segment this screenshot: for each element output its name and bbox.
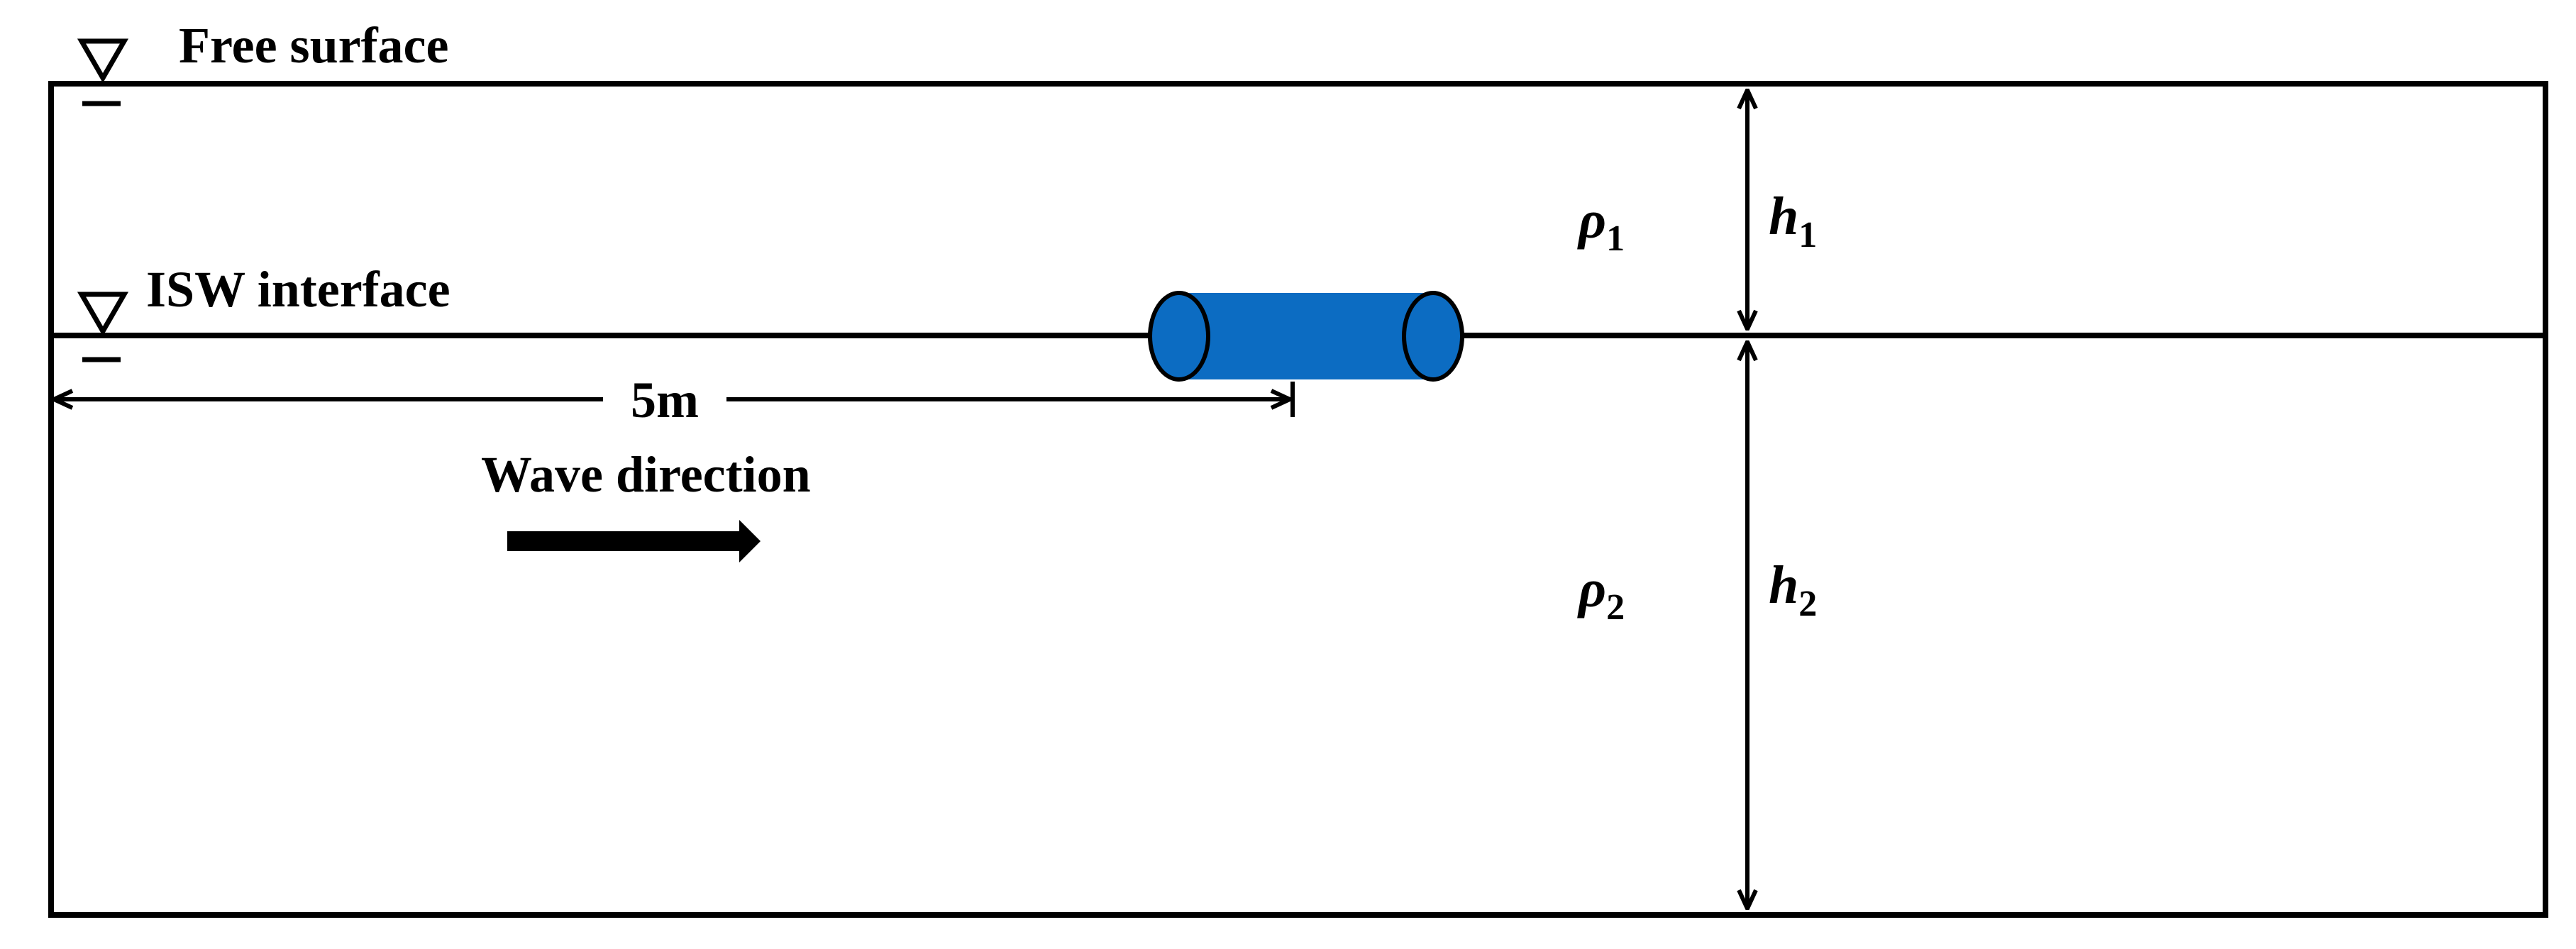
rho2-subscript: 2: [1606, 587, 1625, 628]
rho1-symbol: ρ: [1577, 190, 1606, 250]
h2-symbol: h: [1769, 555, 1798, 615]
isw-interface-label: ISW interface: [146, 261, 450, 318]
h1-symbol: h: [1769, 187, 1798, 246]
rho1-label: ρ1: [1577, 190, 1625, 259]
cylinder-body: [1179, 293, 1436, 379]
free-surface-marker-icon: [77, 38, 129, 106]
rho1-subscript: 1: [1606, 218, 1625, 259]
h2-subscript: 2: [1798, 584, 1817, 624]
h2-label: h2: [1769, 555, 1817, 624]
wave-direction-arrow-icon: [507, 520, 761, 562]
rho2-symbol: ρ: [1577, 559, 1606, 618]
cylinder-right-cap: [1402, 291, 1464, 382]
tank-outline: [48, 81, 2548, 918]
wave-direction-label: Wave direction: [481, 446, 811, 503]
free-surface-label: Free surface: [179, 17, 448, 74]
interface-marker-icon: [77, 292, 129, 362]
h1-subscript: 1: [1798, 215, 1817, 255]
cylinder-left-cap: [1148, 291, 1210, 382]
distance-label: 5m: [631, 372, 699, 428]
cylinder: [1148, 291, 1464, 382]
h1-label: h1: [1769, 187, 1817, 255]
rho2-label: ρ2: [1577, 559, 1625, 628]
